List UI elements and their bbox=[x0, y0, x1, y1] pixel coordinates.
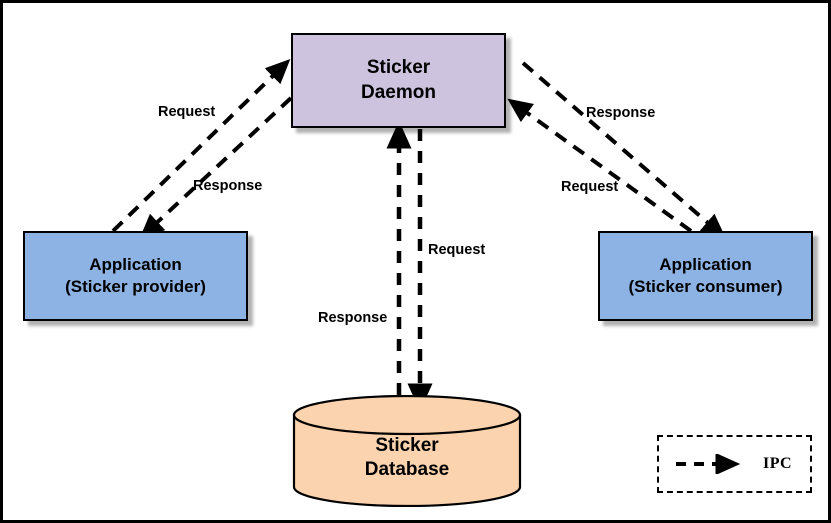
cylinder-shape bbox=[292, 394, 522, 508]
node-label-line2: (Sticker consumer) bbox=[628, 277, 783, 296]
node-application-sticker-provider[interactable]: Application (Sticker provider) bbox=[23, 231, 248, 321]
node-label-line2: (Sticker provider) bbox=[65, 277, 206, 296]
node-label-line2: Daemon bbox=[361, 81, 436, 103]
edge-label-center-response: Response bbox=[318, 310, 388, 326]
edge-right-response bbox=[521, 61, 726, 239]
node-label-line1: Sticker bbox=[375, 434, 439, 456]
node-sticker-daemon[interactable]: Sticker Daemon bbox=[291, 33, 506, 128]
node-label-line1: Sticker bbox=[366, 57, 431, 79]
edge-label-left-request: Request bbox=[158, 104, 216, 120]
edge-label-right-request: Request bbox=[561, 179, 619, 195]
node-application-sticker-consumer[interactable]: Application (Sticker consumer) bbox=[598, 231, 813, 321]
edge-label-left-response: Response bbox=[193, 178, 263, 194]
edge-label-right-response: Response bbox=[586, 105, 656, 121]
node-label-line1: Application bbox=[89, 255, 182, 275]
legend-label: IPC bbox=[763, 455, 793, 472]
node-sticker-database[interactable]: Sticker Database bbox=[291, 394, 523, 508]
dashed-arrow-icon bbox=[676, 454, 741, 474]
legend-ipc: IPC bbox=[657, 435, 812, 493]
edge-left-request bbox=[111, 58, 291, 233]
node-label-group: Sticker Database bbox=[291, 395, 523, 507]
edge-label-center-request: Request bbox=[428, 242, 486, 258]
node-label-line2: Database bbox=[364, 459, 450, 480]
edge-right-request bbox=[507, 98, 693, 233]
node-label-line1: Application bbox=[659, 255, 752, 275]
